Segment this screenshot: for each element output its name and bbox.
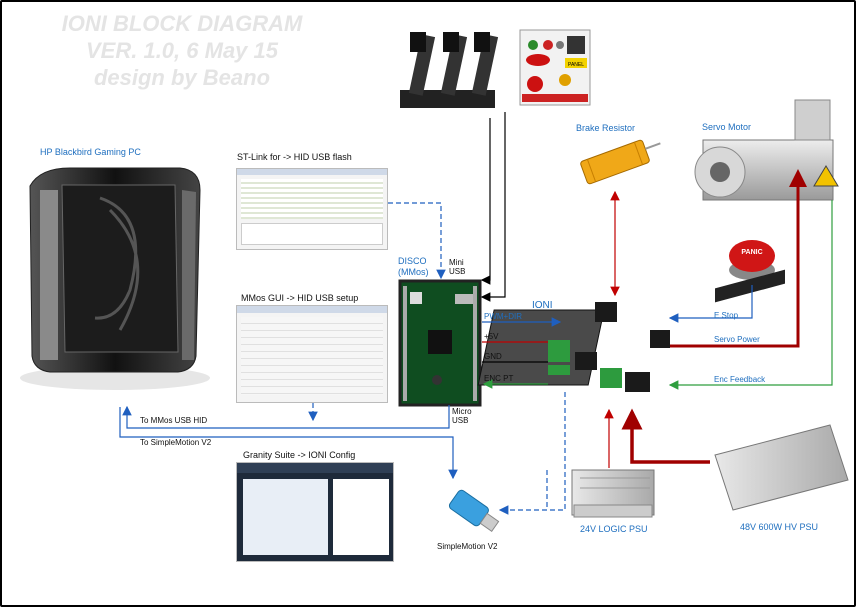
ioni-label: IONI xyxy=(532,300,553,311)
hv-psu-line xyxy=(621,408,710,464)
watermark-line-2: VER. 1.0, 6 May 15 xyxy=(86,38,278,63)
ioni-boards-illustration xyxy=(477,302,670,392)
gnd-label: GND xyxy=(484,352,502,361)
servo-motor-illustration xyxy=(694,99,839,201)
mini-usb-label: Mini USB xyxy=(449,258,466,276)
disco-label: DISCO (MMos) xyxy=(398,256,429,277)
logic-psu-illustration xyxy=(571,469,655,518)
simplemotion-line xyxy=(119,407,458,480)
simplemotion-adapter-illustration xyxy=(448,489,500,532)
disco-board-illustration xyxy=(398,279,482,407)
mmos-label: MMos GUI -> HID USB setup xyxy=(241,293,359,303)
control-panel-illustration: PANEL xyxy=(519,29,591,106)
title-watermark: IONI BLOCK DIAGRAM VER. 1.0, 6 May 15 de… xyxy=(52,10,312,91)
panel-to-disco-line xyxy=(480,112,506,302)
logic-psu-label: 24V LOGIC PSU xyxy=(580,524,648,534)
panic-text: PANIC xyxy=(741,249,762,256)
e-stop-label: E Stop xyxy=(714,311,739,320)
pc-illustration xyxy=(20,167,210,390)
pedals-illustration xyxy=(400,32,499,108)
stlink-screenshot xyxy=(236,168,388,250)
panel-sign-text: PANEL xyxy=(568,62,584,68)
stlink-label: ST-Link for -> HID USB flash xyxy=(237,152,352,162)
to-simplemotion-label: To SimpleMotion V2 xyxy=(140,438,212,447)
watermark-line-1: IONI BLOCK DIAGRAM xyxy=(61,11,303,36)
hv-psu-label: 48V 600W HV PSU xyxy=(740,522,819,532)
watermark-line-3: design by Beano xyxy=(93,65,271,90)
e-stop-line xyxy=(668,285,753,323)
enc-feedback-line xyxy=(668,200,833,390)
stlink-to-disco-line xyxy=(388,202,446,280)
mmos-gui-screenshot xyxy=(236,305,388,403)
servo-power-label: Servo Power xyxy=(714,335,760,344)
brake-resistor-label: Brake Resistor xyxy=(576,123,636,133)
granity-label: Granity Suite -> IONI Config xyxy=(243,450,356,460)
pwm-dir-label: PWM+DIR xyxy=(484,312,522,321)
hv-psu-illustration xyxy=(714,269,849,511)
plus5v-label: +5V xyxy=(484,332,499,341)
ioni-to-simplemotion-line xyxy=(498,392,566,515)
pedals-to-disco-line xyxy=(480,118,491,285)
enc-feedback-label: Enc Feedback xyxy=(714,375,766,384)
servo-power-line xyxy=(670,169,807,348)
simplemotion-label: SimpleMotion V2 xyxy=(437,542,498,551)
micro-usb-label: Micro USB xyxy=(452,407,472,425)
to-mmos-usb-label: To MMos USB HID xyxy=(140,416,208,425)
enc-pt-label: ENC PT xyxy=(484,374,514,383)
brake-resistor-illustration xyxy=(580,139,661,185)
mmos-usb-hid-line xyxy=(122,405,450,429)
panic-button-illustration: PANIC xyxy=(729,240,775,280)
granity-screenshot xyxy=(236,462,394,562)
pc-label: HP Blackbird Gaming PC xyxy=(40,147,141,157)
servo-motor-label: Servo Motor xyxy=(702,122,752,132)
